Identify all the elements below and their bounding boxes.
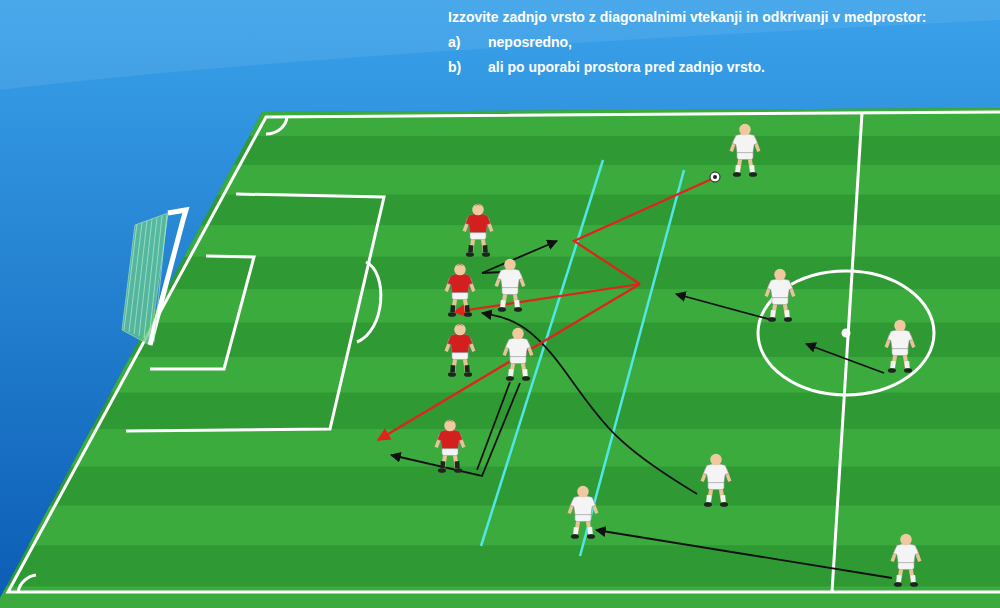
attacker-figure <box>496 259 524 312</box>
attacker-figure <box>731 124 759 177</box>
run-arrows <box>391 241 892 578</box>
attacker-figure <box>766 269 794 322</box>
attacker-figure <box>892 534 920 587</box>
defender-figure <box>464 204 492 257</box>
instruction-text: neposredno, <box>488 33 572 51</box>
attacker-figure <box>702 454 730 507</box>
defender-figure <box>436 420 464 473</box>
title: Izzovite zadnjo vrsto z diagonalnimi vte… <box>448 8 926 26</box>
zone-lines <box>481 160 684 556</box>
pitch-markings <box>8 112 1000 592</box>
defender-figure <box>446 324 474 377</box>
attacker-figure <box>886 320 914 373</box>
defender-figure <box>446 264 474 317</box>
instruction-text: b) <box>448 58 461 76</box>
goal <box>122 210 186 345</box>
ball <box>710 172 720 182</box>
instruction-text: a) <box>448 33 460 51</box>
attacker-figure <box>504 328 532 381</box>
instruction-text: ali po uporabi prostora pred zadnjo vrst… <box>488 58 765 76</box>
attacker-figure <box>569 486 597 539</box>
pass-arrows <box>378 178 714 440</box>
background-sheen <box>0 0 1000 90</box>
pitch <box>0 100 1000 608</box>
